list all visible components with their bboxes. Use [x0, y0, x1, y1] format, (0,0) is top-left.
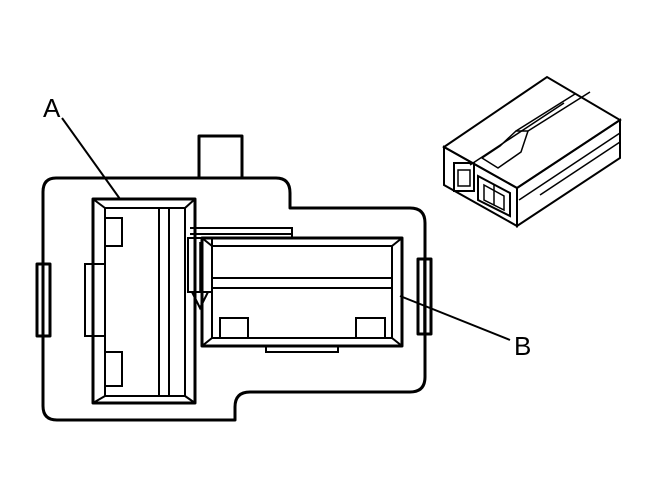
iso-side-face	[516, 118, 621, 228]
top-latch-tab	[197, 134, 244, 178]
bridge-lock	[187, 227, 293, 311]
connector-isometric-view	[442, 75, 622, 228]
terminal-cavity-b	[200, 236, 404, 353]
callout-label-a: A	[43, 93, 61, 123]
terminal-cavity-a	[84, 197, 197, 405]
connector-face-view	[35, 134, 433, 422]
leader-line-b	[399, 295, 511, 341]
connector-housing-outline	[41, 176, 427, 422]
callout-label-b: B	[514, 331, 531, 361]
leader-line-a	[61, 117, 121, 200]
